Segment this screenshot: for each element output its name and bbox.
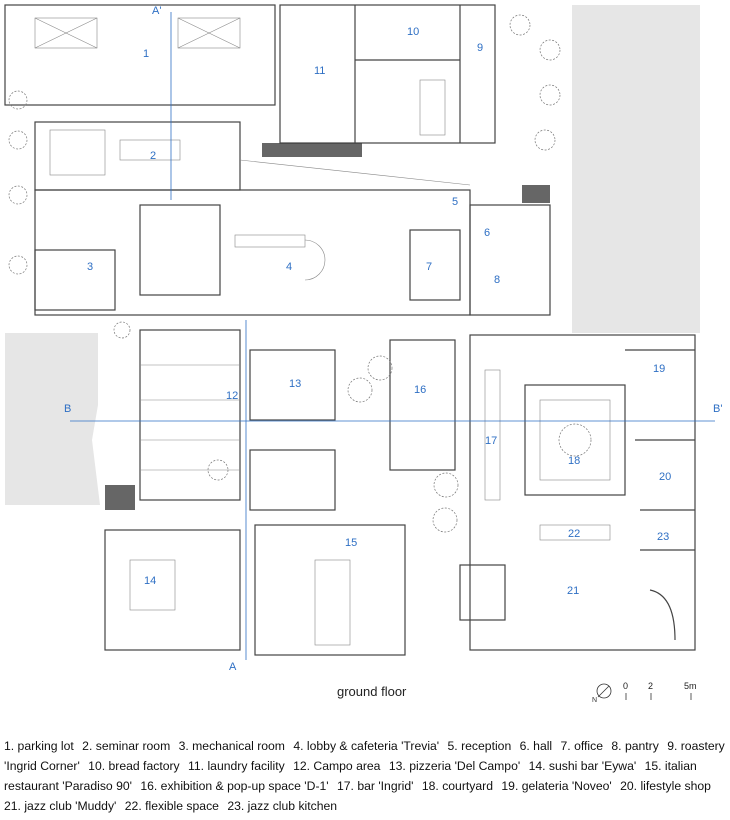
section-mark-b-prime: B' bbox=[713, 403, 722, 415]
room-number: 21 bbox=[567, 585, 579, 597]
legend-item: 16. exhibition & pop-up space 'D-1' bbox=[140, 779, 332, 793]
room-number: 5 bbox=[452, 196, 458, 208]
room-number: 1 bbox=[143, 48, 149, 60]
room-number: 17 bbox=[485, 435, 497, 447]
room-number: 4 bbox=[286, 261, 292, 273]
room-number: 9 bbox=[477, 42, 483, 54]
room-number: 11 bbox=[314, 65, 325, 77]
scale-tick-2: 2 bbox=[648, 681, 654, 691]
room-number: 7 bbox=[426, 261, 432, 273]
legend-item: 15. italian restaurant 'Paradiso 90' bbox=[4, 759, 697, 793]
room-number: 10 bbox=[407, 26, 419, 38]
legend-item: 13. pizzeria 'Del Campo' bbox=[388, 759, 524, 773]
room-number: 18 bbox=[568, 455, 580, 467]
neighbour-building-west bbox=[5, 333, 100, 505]
room-number: 2 bbox=[150, 150, 156, 162]
legend-item: 22. flexible space bbox=[124, 799, 223, 813]
walls bbox=[4, 4, 696, 656]
scale-bar bbox=[625, 693, 692, 700]
legend-item: 11. laundry facility bbox=[188, 759, 289, 773]
room-number: 14 bbox=[144, 575, 156, 587]
room-number: 19 bbox=[653, 363, 665, 375]
legend-item: 23. jazz club kitchen bbox=[227, 799, 338, 813]
plan-caption: ground floor bbox=[337, 684, 407, 699]
room-numbers: 1 2 3 4 5 6 7 8 9 10 11 12 13 14 15 16 1… bbox=[87, 26, 671, 597]
legend-item: 12. Campo area bbox=[293, 759, 384, 773]
room-number: 15 bbox=[345, 537, 357, 549]
room-legend: 1. parking lot 2. seminar room 3. mechan… bbox=[4, 736, 730, 816]
room-number: 23 bbox=[657, 531, 669, 543]
legend-item: 2. seminar room bbox=[82, 739, 174, 753]
room-number: 6 bbox=[484, 227, 490, 239]
section-mark-b: B bbox=[64, 403, 71, 415]
legend-item: 7. office bbox=[560, 739, 607, 753]
scale-tick-0: 0 bbox=[623, 681, 629, 691]
legend-item: 14. sushi bar 'Eywa' bbox=[528, 759, 640, 773]
section-mark-a: A bbox=[229, 661, 237, 673]
room-number: 16 bbox=[414, 384, 426, 396]
legend-item: 17. bar 'Ingrid' bbox=[337, 779, 417, 793]
north-arrow-icon: N bbox=[592, 683, 612, 704]
room-number: 3 bbox=[87, 261, 93, 273]
legend-item: 18. courtyard bbox=[421, 779, 497, 793]
legend-item: 19. gelateria 'Noveo' bbox=[501, 779, 616, 793]
trees bbox=[8, 14, 592, 533]
floor-plan-drawing: A' A B B' 1 2 3 4 5 6 7 8 9 10 11 12 13 … bbox=[4, 4, 722, 704]
scale-tick-5m: 5m bbox=[684, 681, 697, 691]
legend-item: 20. lifestyle shop bbox=[620, 779, 711, 793]
legend-item: 5. reception bbox=[447, 739, 515, 753]
legend-item: 1. parking lot bbox=[4, 739, 78, 753]
legend-item: 3. mechanical room bbox=[178, 739, 289, 753]
neighbour-building-east bbox=[572, 5, 700, 333]
room-number: 20 bbox=[659, 471, 671, 483]
room-number: 8 bbox=[494, 274, 500, 286]
section-mark-a-prime: A' bbox=[152, 5, 161, 17]
room-number: 12 bbox=[226, 390, 238, 402]
room-number: 13 bbox=[289, 378, 301, 390]
legend-item: 9. roastery 'Ingrid Corner' bbox=[4, 739, 725, 773]
north-label: N bbox=[592, 697, 597, 704]
legend-item: 8. pantry bbox=[611, 739, 663, 753]
legend-item: 21. jazz club 'Muddy' bbox=[4, 799, 120, 813]
room-number: 22 bbox=[568, 528, 580, 540]
legend-item: 6. hall bbox=[519, 739, 556, 753]
legend-item: 4. lobby & cafeteria 'Trevia' bbox=[293, 739, 443, 753]
section-lines: A' A B B' bbox=[64, 5, 722, 673]
legend-item: 10. bread factory bbox=[88, 759, 184, 773]
